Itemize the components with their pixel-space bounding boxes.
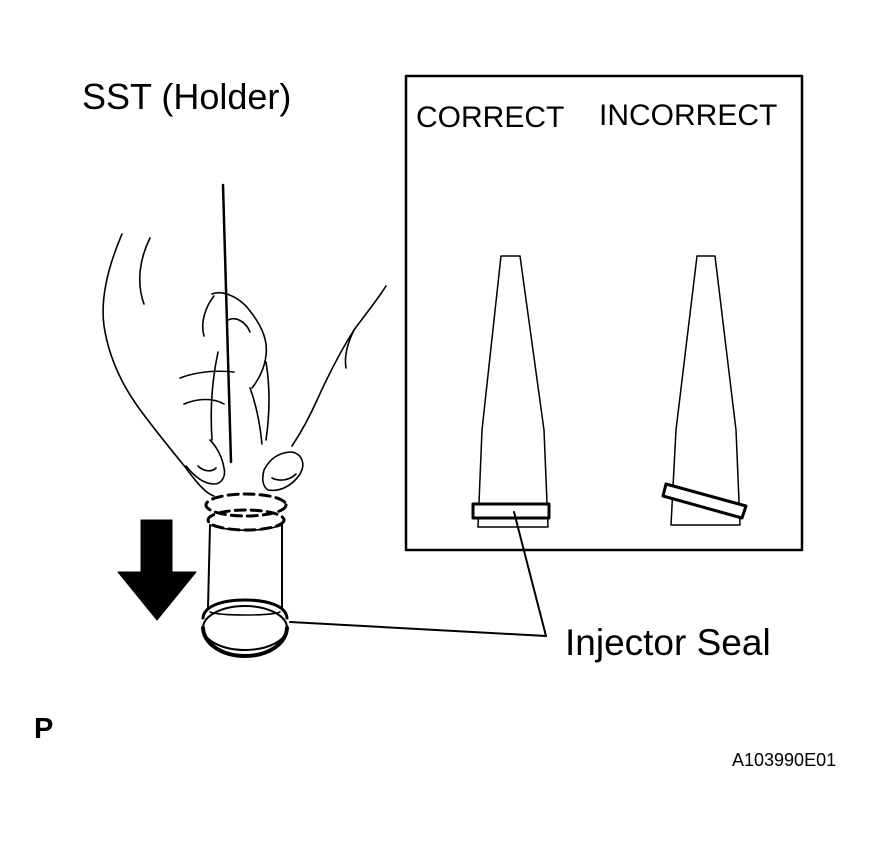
figure-code-label: A103990E01 [732,750,837,770]
hand [102,233,387,497]
base-seal-ring [202,605,288,651]
correct-seal [471,502,551,520]
sst-holder-rod [221,183,233,464]
inset-frame [404,74,804,552]
arrow-down-icon [117,519,197,621]
injector-seal-label: Injector Seal [565,622,771,663]
incorrect-injector [661,255,748,526]
sst-holder-label: SST (Holder) [82,76,292,117]
holder-collar [204,492,288,532]
held-injector [201,524,289,658]
seal-leader-lines [289,511,547,637]
incorrect-seal [661,482,748,520]
correct-injector [471,255,551,528]
correct-label: CORRECT [416,101,565,134]
incorrect-label: INCORRECT [599,99,778,132]
p-mark-label: P [34,713,54,745]
